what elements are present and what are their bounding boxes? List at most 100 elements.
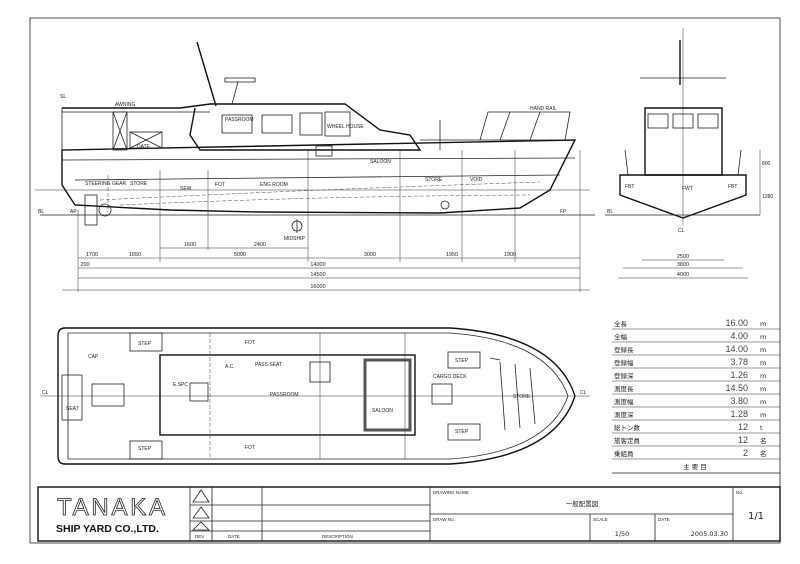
- dim-1950: 1950: [446, 252, 458, 258]
- particular-value: 12: [738, 435, 748, 445]
- particular-label: 測度幅: [614, 397, 634, 406]
- front-elevation: FBT FWT FBT CL BL 2500 3800 4000 800 128…: [605, 28, 773, 279]
- label-e-spc: E.SPC: [173, 382, 188, 388]
- mast: [196, 41, 217, 107]
- particular-value: 16.00: [725, 318, 748, 328]
- particular-value: 3.78: [730, 357, 748, 367]
- radar: [224, 77, 256, 83]
- label-fbt-port: FBT: [625, 184, 634, 190]
- description-label: DESCRIPTION: [322, 534, 353, 539]
- particular-unit: m: [760, 346, 766, 354]
- plan-outline: [57, 327, 576, 465]
- propeller: [98, 203, 112, 217]
- particular-value: 2: [743, 448, 748, 458]
- label-store-aft: STORE: [130, 181, 148, 187]
- particular-unit: m: [760, 372, 766, 380]
- label-wheelhouse: WHEEL HOUSE: [327, 124, 364, 130]
- date-value: 2005.03.30: [691, 530, 728, 538]
- dim-1280: 1280: [762, 194, 773, 200]
- draw-no-label: DRAW No.: [433, 517, 455, 522]
- cabin: [159, 354, 416, 436]
- particular-value: 3.80: [730, 396, 748, 406]
- label-step-2: STEP: [138, 446, 152, 452]
- scale-value: 1/50: [615, 530, 630, 538]
- rev-date-label: DATE: [228, 534, 240, 539]
- label-store-fwd: STORE: [425, 177, 443, 183]
- rudder: [84, 194, 98, 226]
- particular-unit: m: [760, 320, 766, 328]
- particulars-row: 全長 16.00 m: [612, 318, 780, 330]
- label-fot-1: FOT: [245, 340, 255, 346]
- particular-value: 1.26: [730, 370, 748, 380]
- dim-5000: 5000: [234, 252, 246, 258]
- particular-value: 1.28: [730, 409, 748, 419]
- particular-unit: m: [760, 359, 766, 367]
- particular-label: 登録幅: [614, 358, 634, 367]
- particular-value: 12: [738, 422, 748, 432]
- drawing-name: 一般配置図: [566, 499, 599, 508]
- date-label: DATE: [658, 517, 670, 522]
- particular-value: 4.00: [730, 331, 748, 341]
- label-cap: CAP: [88, 354, 99, 360]
- dim-2400: 2400: [254, 242, 266, 248]
- side-elevation: SL AWNING PASSROOM WHEEL HOUSE SALOON HA…: [35, 41, 595, 292]
- saloon-seating: [363, 358, 412, 432]
- label-sew: SEW: [180, 186, 192, 192]
- dim-16000: 16000: [310, 284, 325, 290]
- dim-3000: 3000: [364, 252, 376, 258]
- dim-800: 800: [762, 161, 771, 167]
- company-logo: TANAKA: [57, 494, 165, 521]
- label-ac: A.C.: [225, 364, 235, 370]
- label-cargo-deck: CARGO DECK: [433, 374, 467, 380]
- scale-label: SCALE: [593, 517, 608, 522]
- label-midship: MIDSHIP: [284, 236, 306, 242]
- particulars-row: 乗組員 2 名: [612, 448, 780, 460]
- particular-value: 14.00: [725, 344, 748, 354]
- superstructure: [62, 103, 422, 151]
- label-bl-front: BL: [607, 209, 613, 215]
- hand-rail: [479, 111, 571, 141]
- dim-14500: 14500: [310, 272, 325, 278]
- particular-label: 全幅: [614, 332, 628, 341]
- label-step-1: STEP: [138, 341, 152, 347]
- dim-3800: 3800: [677, 262, 689, 268]
- dim-2500: 2500: [677, 254, 689, 260]
- dim-14000: 14000: [310, 262, 325, 268]
- label-sl: SL: [60, 94, 66, 100]
- particular-label: 乗組員: [614, 449, 634, 458]
- hull-profile: [61, 139, 577, 214]
- label-hand-rail: HAND RAIL: [530, 106, 557, 112]
- label-fot: FOT: [215, 182, 225, 188]
- label-void: VOID: [470, 177, 483, 183]
- title-block: TANAKA SHIP YARD CO.,LTD. REV DATE DESCR…: [37, 486, 781, 542]
- label-fot-2: FOT: [245, 445, 255, 451]
- rev-label: REV: [195, 534, 204, 539]
- particular-unit: m: [760, 411, 766, 419]
- dim-1650: 1650: [129, 252, 141, 258]
- label-cl-aft: CL: [42, 390, 49, 396]
- label-saloon-plan: SALOON: [372, 408, 393, 414]
- bow-thruster: [440, 200, 450, 210]
- revision-triangles: [192, 489, 210, 531]
- label-step-3: STEP: [455, 358, 469, 364]
- label-fwt: FWT: [682, 186, 693, 192]
- particular-unit: 名: [760, 449, 767, 458]
- label-bl: BL: [38, 209, 44, 215]
- label-cl: CL: [678, 228, 685, 234]
- particular-label: 全長: [614, 319, 628, 328]
- dim-1600: 1600: [184, 242, 196, 248]
- label-date: DATE: [137, 144, 151, 150]
- label-passroom: PASSROOM: [225, 117, 254, 123]
- label-awning: AWNING: [115, 102, 135, 108]
- dim-4000: 4000: [677, 272, 689, 278]
- label-step-4: STEP: [455, 429, 469, 435]
